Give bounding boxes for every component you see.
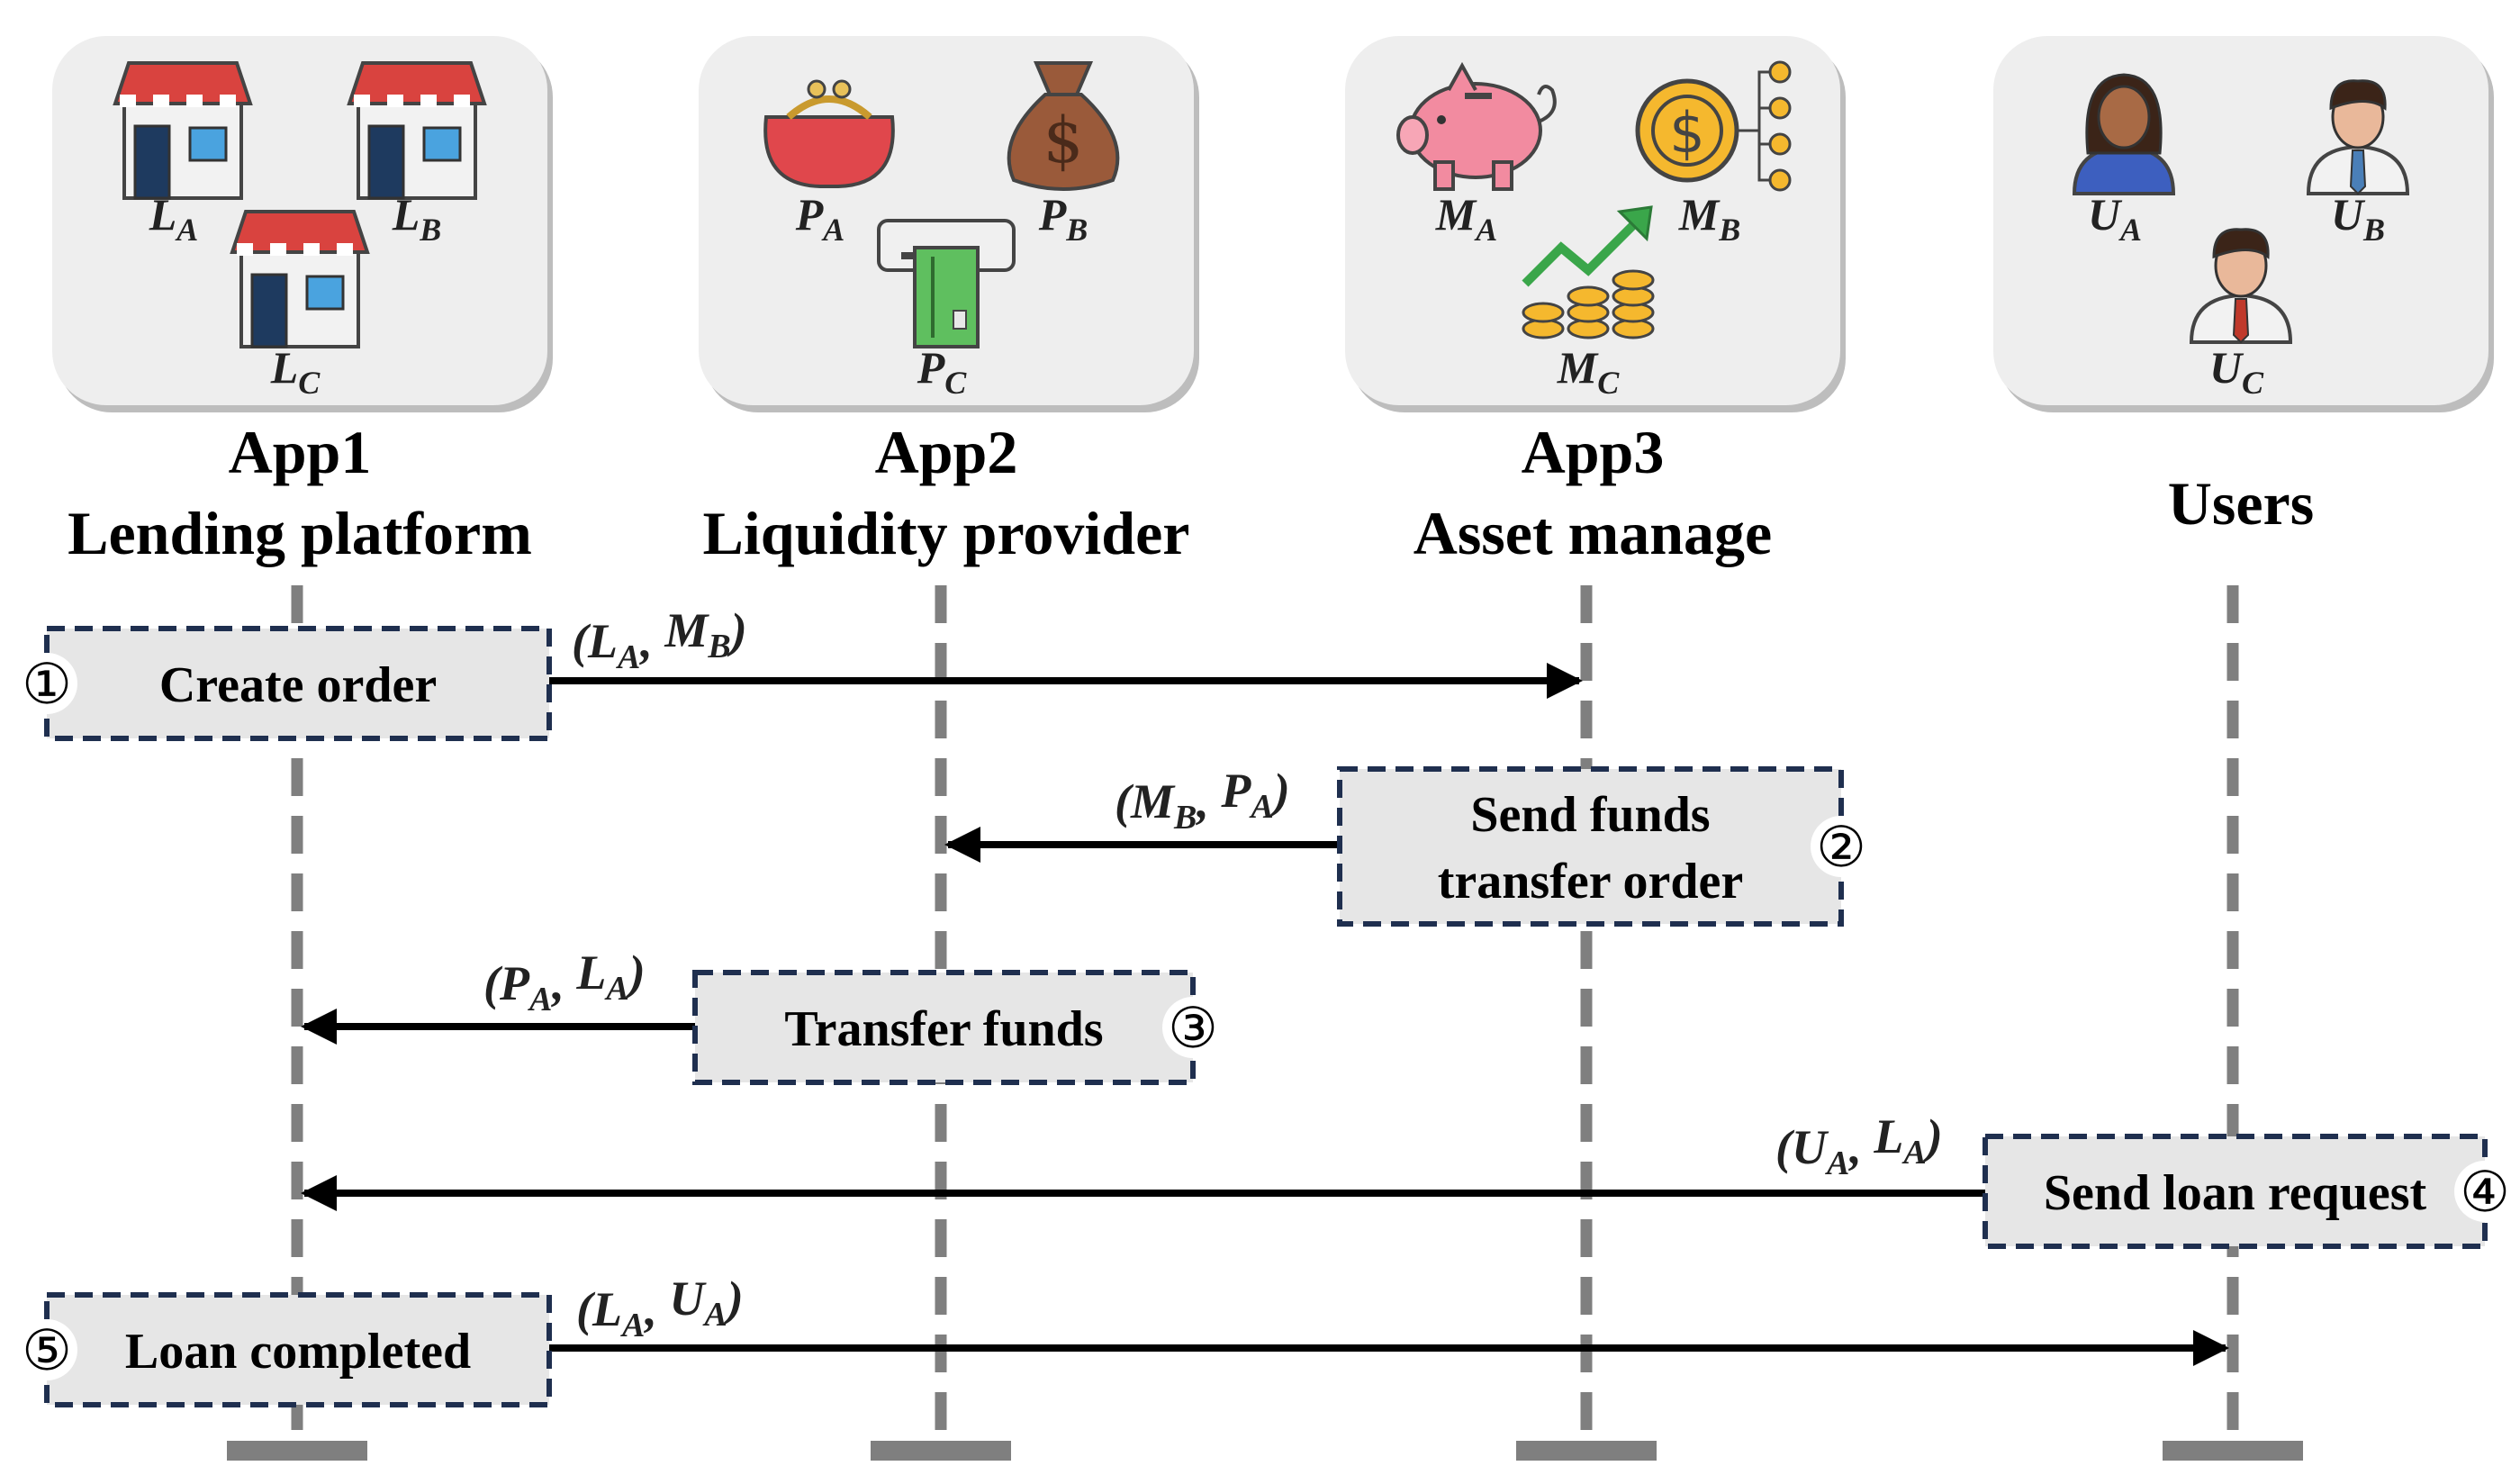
step-number-bg [1811, 816, 1872, 877]
step-box-frame [44, 1292, 552, 1407]
app2-subtitle: Liquidity provider [703, 499, 1190, 567]
app3-subtitle: Asset manage [1414, 499, 1773, 567]
svg-text:$: $ [1669, 100, 1704, 166]
step-box-frame [44, 626, 552, 741]
step-box-frame [1337, 766, 1844, 927]
users-subtitle: Users [2168, 469, 2314, 538]
step-box: Transfer funds ③ [692, 970, 1224, 1085]
app1-subtitle: Lending platform [68, 499, 532, 567]
app3-lifeline-base [1516, 1441, 1657, 1461]
step-number: ③ [1168, 995, 1218, 1061]
step-number: ② [1816, 814, 1866, 880]
app1-panel: LA LB LC [52, 36, 553, 412]
step-box: Send loan request ④ [1983, 1134, 2515, 1249]
app1-lifeline-base [227, 1441, 367, 1461]
step-number: ① [22, 651, 72, 717]
step-label: transfer order [1438, 854, 1744, 909]
app2-panel: PA $ PB PC [699, 36, 1199, 412]
app3-icon-label: MA [1435, 189, 1497, 248]
message-label: (UA, LA) [1775, 1109, 1943, 1182]
step-label: Loan completed [125, 1324, 471, 1380]
step-number: ④ [2460, 1159, 2510, 1225]
message-label: (LA, UA) [576, 1271, 744, 1344]
app1-icon-label: LB [392, 189, 442, 248]
app2-title: App2 [875, 418, 1018, 486]
step-number-bg [16, 653, 77, 714]
app2-lifeline-base [871, 1441, 1011, 1461]
app3-title: App3 [1522, 418, 1665, 486]
users-icon-label: UB [2331, 189, 2385, 248]
shop-icon [230, 210, 370, 348]
app2-icon-label: PA [795, 189, 845, 248]
step-box: Send funds transfer order ② [1337, 766, 1872, 927]
message-label: (MB, PA) [1115, 764, 1290, 837]
money-bag-icon: $ [1007, 61, 1120, 191]
step-box-frame [692, 970, 1196, 1085]
step-number: ⑤ [22, 1317, 72, 1383]
step-number-bg [2454, 1161, 2515, 1222]
app3-icon-label: MC [1557, 342, 1620, 401]
app1-title: App1 [229, 418, 372, 486]
users-icon-label: UA [2088, 189, 2142, 248]
step-box: Loan completed ⑤ [16, 1292, 552, 1407]
app3-icon-label: MB [1678, 189, 1740, 248]
man-user-icon [2189, 228, 2293, 344]
step-label: Send funds [1470, 787, 1710, 843]
step-label: Create order [159, 657, 437, 713]
shop-icon [347, 61, 487, 200]
app1-icon-label: LA [149, 189, 199, 248]
app2-icon-label: PB [1038, 189, 1088, 248]
step-label: Send loan request [2044, 1165, 2427, 1221]
woman-user-icon [2072, 73, 2176, 195]
piggy-bank-icon [1396, 61, 1557, 191]
message-label: (LA, MB) [572, 603, 747, 676]
man-user-icon [2306, 79, 2410, 195]
card-terminal-icon [877, 219, 1016, 348]
step-label: Transfer funds [784, 1001, 1103, 1057]
users-panel: UA UB UC [1993, 36, 2494, 412]
dollar-coin-network-icon: $ [1635, 60, 1792, 192]
step-number-bg [16, 1319, 77, 1380]
shop-icon [113, 61, 253, 200]
message-label: (PA, LA) [483, 946, 646, 1018]
step-box-frame [1983, 1134, 2488, 1249]
app1-icon-label: LC [270, 342, 321, 401]
app2-icon-label: PC [917, 342, 968, 401]
step-number-bg [1162, 997, 1224, 1058]
step-box: Create order ① [16, 626, 552, 741]
purse-icon [763, 79, 895, 188]
app3-panel: MA $ MB MC [1345, 36, 1846, 412]
coins-growth-icon [1522, 205, 1655, 339]
svg-text:$: $ [1043, 104, 1084, 177]
users-icon-label: UC [2209, 342, 2264, 401]
users-lifeline-base [2163, 1441, 2303, 1461]
